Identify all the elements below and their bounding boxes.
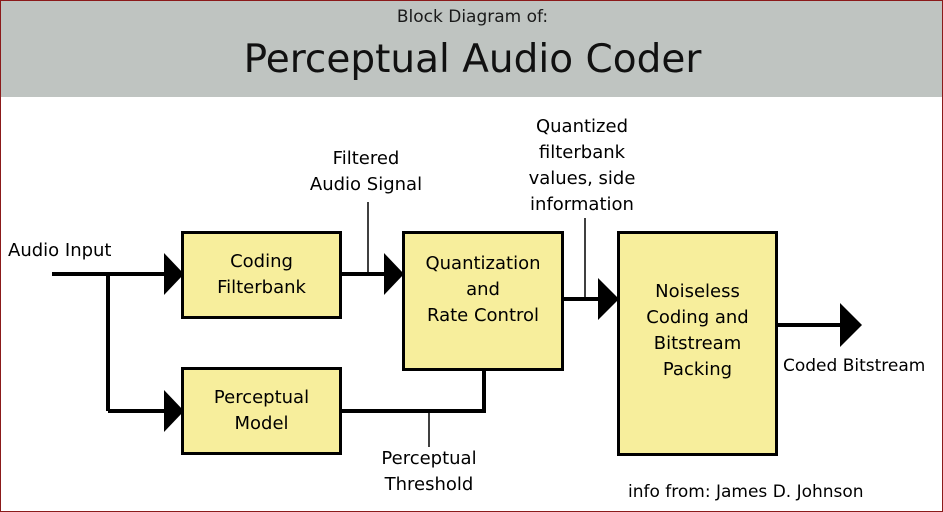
quantization-text: Quantization and Rate Control [402, 231, 564, 349]
noiseless-line-2: Coding and [646, 307, 749, 328]
quantized-line-4: information [530, 194, 634, 215]
noiseless-coding-block [617, 231, 778, 456]
diagram-subtitle: Block Diagram of: [396, 7, 549, 27]
credit-label: info from: James D. Johnson [628, 482, 864, 502]
noiseless-line-3: Bitstream [653, 333, 742, 354]
quantization-line-3: Rate Control [426, 305, 540, 326]
quantization-line-1: Quantization [425, 253, 541, 274]
arrowhead-output [840, 303, 862, 347]
arrowhead-model [164, 390, 184, 432]
coding-filterbank-block [181, 231, 342, 319]
threshold-line-2: Threshold [384, 474, 474, 495]
noiseless-coding-text: Noiseless Coding and Bitstream Packing [617, 231, 778, 431]
header-band: Block Diagram of: Perceptual Audio Coder [1, 1, 942, 97]
arrowhead-quantization [384, 253, 404, 295]
quantized-line-3: values, side [528, 168, 636, 189]
quantization-line-2: and [466, 279, 500, 300]
audio-input-label: Audio Input [8, 240, 112, 261]
noiseless-line-1: Noiseless [655, 281, 740, 302]
perceptual-threshold-label: Perceptual Threshold [363, 446, 495, 498]
threshold-line [342, 371, 486, 413]
quantized-line-2: filterbank [538, 142, 626, 163]
filtered-line-2: Audio Signal [309, 174, 423, 195]
coded-bitstream-label: Coded Bitstream [783, 356, 926, 376]
coding-filterbank-text: Coding Filterbank [181, 231, 342, 319]
arrowhead-noiseless [598, 278, 619, 320]
perceptual-model-text: Perceptual Model [181, 367, 342, 455]
quantized-line-1: Quantized [535, 116, 629, 137]
filtered-line-1: Filtered [332, 148, 400, 169]
filtered-audio-label: Filtered Audio Signal [300, 146, 432, 198]
noiseless-line-4: Packing [662, 359, 733, 380]
diagram-title: Perceptual Audio Coder [243, 37, 702, 82]
arrowhead-filterbank [164, 253, 184, 295]
coding-filterbank-line-2: Filterbank [217, 277, 306, 298]
quantized-values-label: Quantized filterbank values, side inform… [516, 114, 648, 218]
coding-filterbank-line-1: Coding [230, 251, 293, 272]
perceptual-model-line-1: Perceptual [213, 387, 310, 408]
perceptual-model-line-2: Model [234, 413, 289, 434]
quantization-block [402, 231, 564, 371]
perceptual-model-block [181, 367, 342, 455]
threshold-line-1: Perceptual [381, 448, 477, 469]
